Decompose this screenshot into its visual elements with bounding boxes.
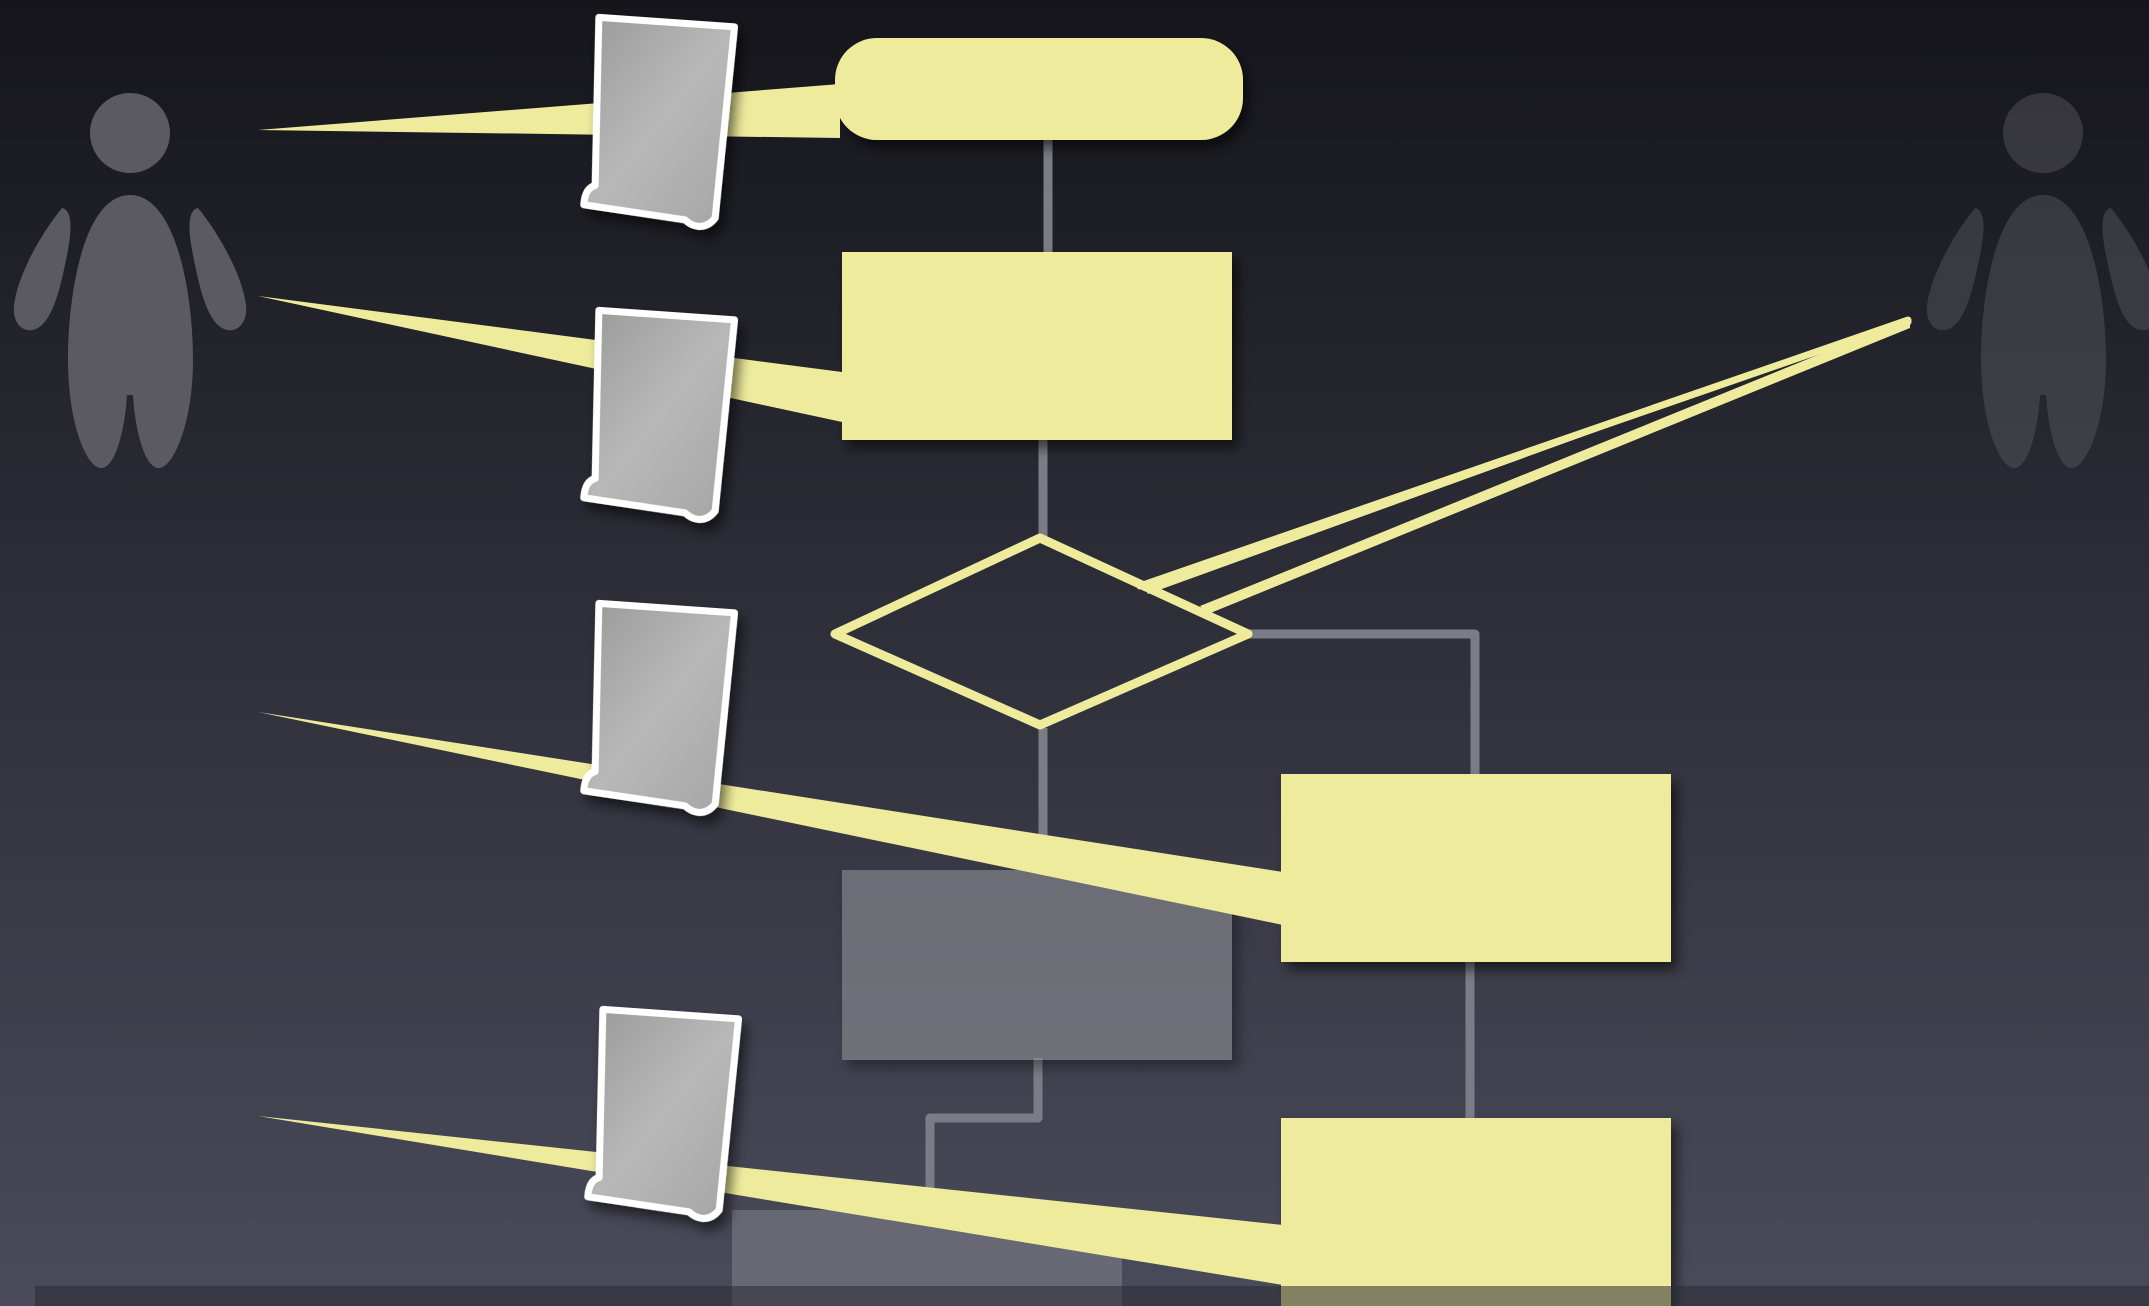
document-icon-4 bbox=[584, 1005, 743, 1222]
callout-decision-right-tip bbox=[1136, 316, 1912, 590]
process-3-shape bbox=[842, 870, 1232, 1060]
terminator-shape bbox=[835, 38, 1243, 140]
person-icon-left bbox=[13, 93, 247, 469]
callout-decision-right-tip-2 bbox=[1201, 318, 1912, 612]
callout-process-4 bbox=[258, 1116, 1283, 1285]
decision-shape bbox=[830, 533, 1253, 730]
document-icon-3 bbox=[580, 599, 739, 816]
process-2-shape bbox=[1281, 774, 1671, 962]
bottom-bar bbox=[35, 1286, 2149, 1306]
callout-process-2 bbox=[258, 712, 1283, 925]
connector-process3-process5 bbox=[925, 1058, 1043, 1212]
person-icon-right bbox=[1926, 93, 2149, 469]
document-icon-2 bbox=[580, 306, 739, 523]
process-4-shape bbox=[1281, 1118, 1671, 1306]
document-icon-1 bbox=[580, 13, 739, 230]
connector-decision-process2 bbox=[1248, 629, 1480, 774]
process-1-shape bbox=[842, 252, 1232, 440]
